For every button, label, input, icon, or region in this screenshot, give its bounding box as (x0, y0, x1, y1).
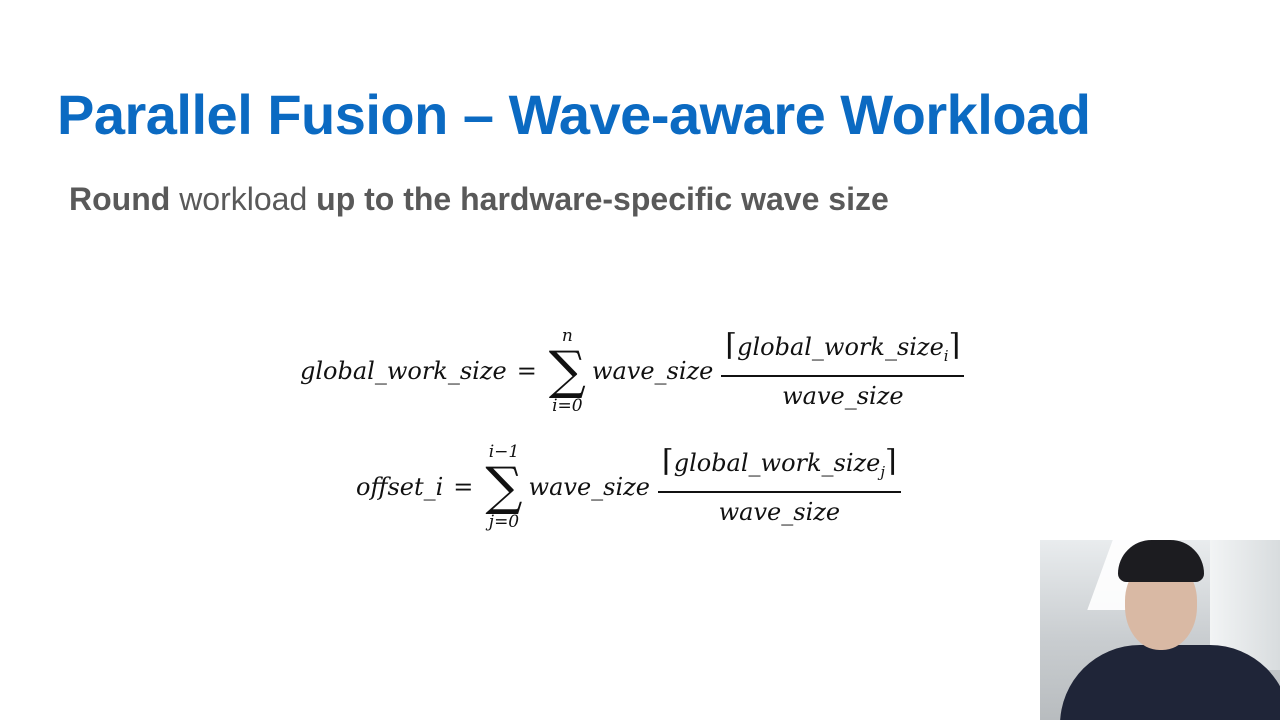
eq2-denominator: wave_size (718, 497, 841, 526)
eq1-term: wave_size (591, 357, 714, 385)
sigma-icon: ∑ (485, 457, 523, 517)
slide-title: Parallel Fusion – Wave-aware Workload (57, 83, 1091, 146)
eq1-lhs: global_work_size (300, 357, 507, 385)
presenter-body (1060, 645, 1280, 720)
eq1-denominator: wave_size (782, 381, 904, 410)
eq2-summation: i−1 ∑ j=0 (485, 442, 522, 532)
presenter-webcam (1040, 540, 1280, 720)
eq2-sum-lower: j=0 (488, 512, 520, 532)
sigma-icon: ∑ (548, 341, 586, 401)
equation-offset: offset_i = i−1 ∑ j=0 wave_size ⌈global_w… (356, 442, 901, 532)
eq1-num-text: global_work_size (737, 333, 944, 362)
eq1-summation: n ∑ i=0 (549, 326, 586, 416)
eq2-num-sub: j (880, 462, 886, 481)
presenter-hair (1118, 540, 1204, 582)
slide-subtitle: Round workload up to the hardware-specif… (69, 181, 889, 218)
ceil-right-icon: ⌉ (948, 328, 961, 364)
equation-global-work-size: global_work_size = n ∑ i=0 wave_size ⌈gl… (300, 326, 965, 416)
eq1-numerator: ⌈global_work_sizei⌉ (721, 328, 965, 377)
ceil-right-icon: ⌉ (885, 444, 897, 480)
eq2-equals: = (453, 473, 474, 501)
eq2-lhs: offset_i (356, 473, 444, 501)
ceil-left-icon: ⌈ (661, 444, 674, 480)
eq2-num-text: global_work_size (673, 449, 881, 478)
eq2-fraction: ⌈global_work_sizej⌉ wave_size (657, 444, 901, 527)
eq2-sum-upper: i−1 (488, 442, 520, 462)
eq1-equals: = (516, 357, 537, 385)
ceil-left-icon: ⌈ (725, 328, 738, 364)
eq2-numerator: ⌈global_work_sizej⌉ (657, 444, 901, 493)
eq2-term: wave_size (528, 473, 650, 501)
eq1-sum-lower: i=0 (552, 396, 583, 416)
eq1-num-sub: i (943, 346, 949, 365)
subtitle-workload: workload (170, 181, 317, 217)
subtitle-bold-round: Round (69, 181, 171, 217)
subtitle-bold-rest: up to the hardware-specific wave size (316, 181, 889, 217)
eq1-fraction: ⌈global_work_sizei⌉ wave_size (721, 328, 965, 411)
eq1-sum-upper: n (561, 326, 573, 346)
